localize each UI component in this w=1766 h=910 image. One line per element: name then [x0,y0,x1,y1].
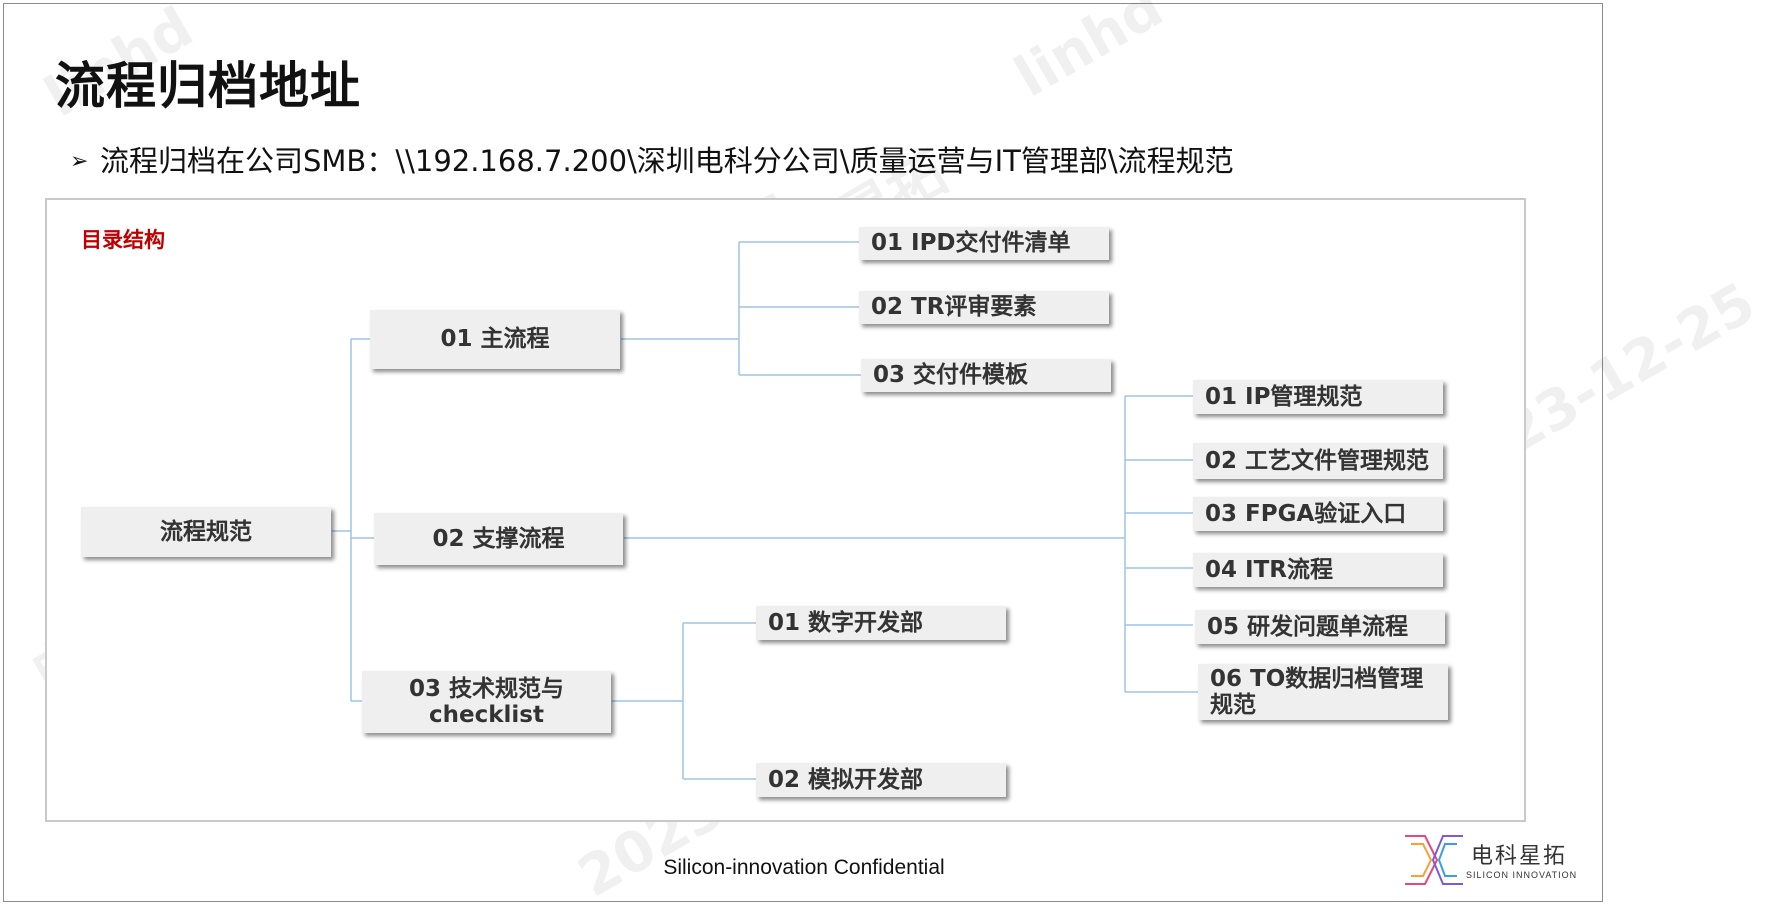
connector-support [624,395,1198,693]
node-process-file-mgmt: 02 工艺文件管理规范 [1193,443,1443,479]
node-fpga-entry: 03 FPGA验证入口 [1193,497,1443,531]
tree-connectors [332,241,1198,780]
node-itr-flow: 04 ITR流程 [1193,553,1443,587]
node-root: 流程规范 [81,507,331,557]
node-tech-spec: 03 技术规范与 checklist [362,671,611,733]
connector-root [332,338,374,702]
section-label: 目录结构 [81,228,165,252]
archive-path-text: 流程归档在公司SMB：\\192.168.7.200\深圳电科分公司\质量运营与… [100,144,1234,178]
node-rd-issue-flow: 05 研发问题单流程 [1195,610,1445,644]
logo-name: 电科星拓 [1471,844,1568,869]
node-ip-management: 01 IP管理规范 [1193,380,1443,414]
bullet-arrow-icon: ➢ [70,149,89,174]
node-ipd-deliverables: 01 IPD交付件清单 [859,227,1109,260]
node-to-data-archive: 06 TO数据归档管理规范 [1198,664,1448,720]
node-deliverable-template: 03 交付件模板 [861,359,1111,392]
connector-main [621,241,861,376]
node-main-flow: 01 主流程 [370,310,620,369]
slide-frame [3,3,1603,902]
archive-path-bullet: ➢ 流程归档在公司SMB：\\192.168.7.200\深圳电科分公司\质量运营… [70,138,1234,180]
node-digital-dept: 01 数字开发部 [756,606,1006,640]
connector-tech [612,622,756,780]
company-logo-icon [1405,835,1463,885]
page-title: 流程归档地址 [55,57,361,115]
logo-subtitle: SILICON INNOVATION [1466,870,1578,880]
node-tr-review: 02 TR评审要素 [859,291,1109,324]
node-analog-dept: 02 模拟开发部 [756,763,1006,797]
node-support-flow: 02 支撑流程 [374,513,623,565]
footer-confidential: Silicon-innovation Confidential [663,856,945,879]
